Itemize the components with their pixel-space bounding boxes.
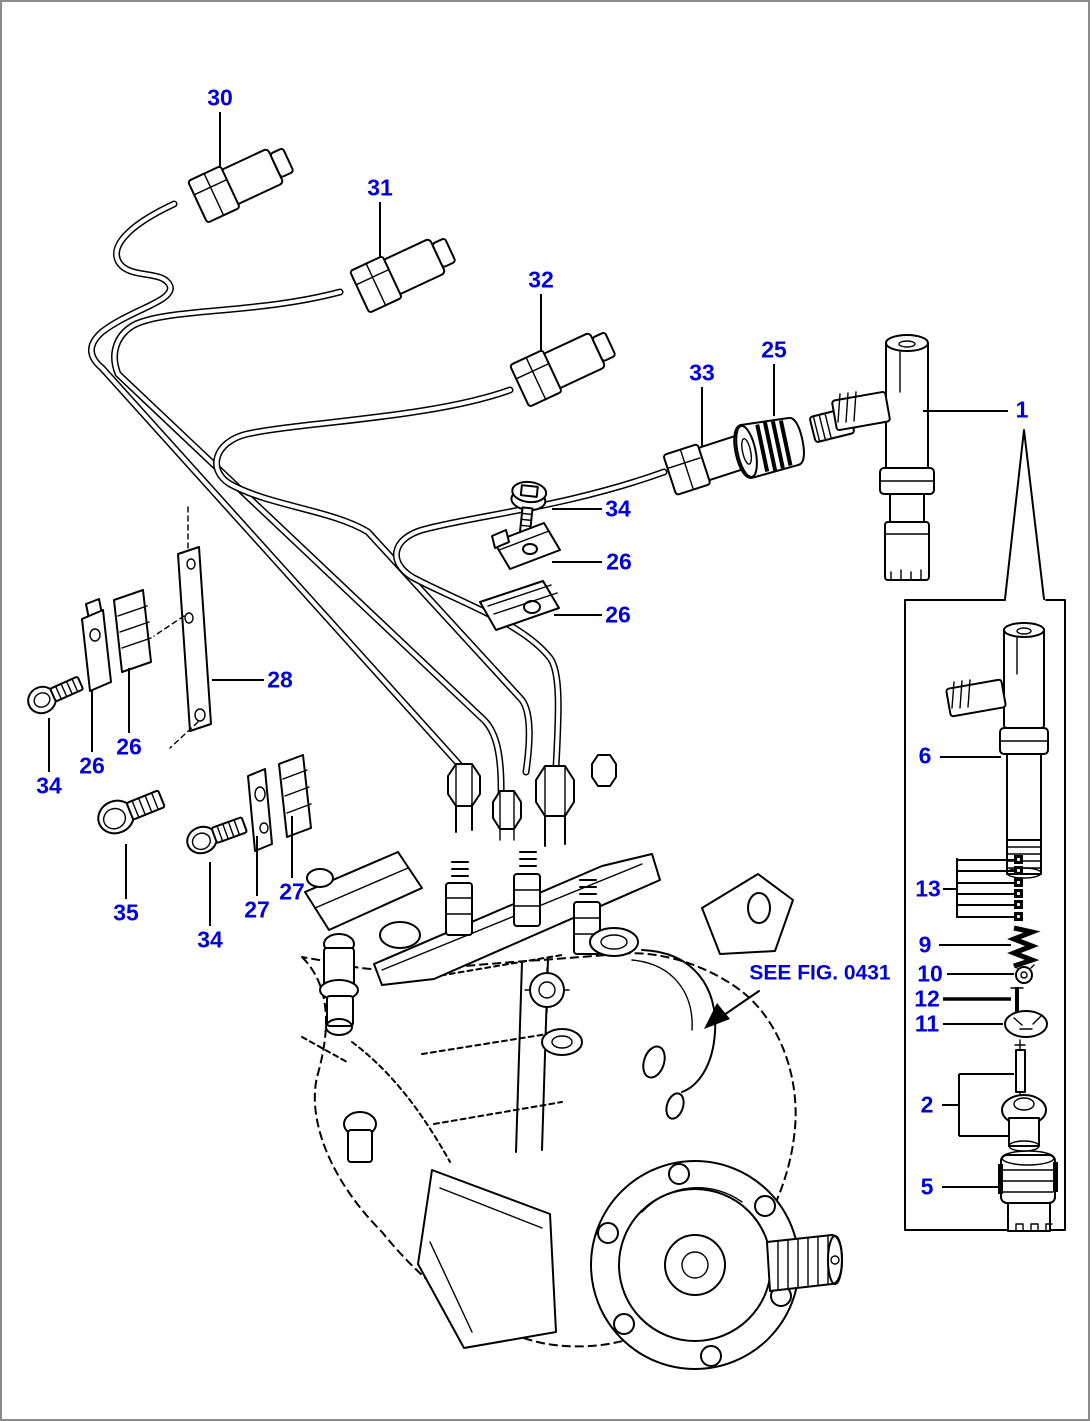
pointer-wedge (1004, 429, 1045, 600)
pipe-fitting-30 (187, 148, 294, 223)
callout-5[interactable]: 5 (920, 1173, 934, 1200)
callout-27[interactable]: 27 (279, 878, 305, 905)
callout-26[interactable]: 26 (606, 548, 632, 575)
callout-34[interactable]: 34 (605, 495, 631, 522)
callout-11[interactable]: 11 (914, 1010, 940, 1037)
clamp-26-middle-ribbed (479, 580, 560, 631)
callout-25[interactable]: 25 (761, 336, 787, 363)
callout-28[interactable]: 28 (267, 666, 293, 693)
pipe-union-nuts (447, 754, 617, 847)
clamp-26-left-ribbed (113, 589, 152, 673)
shim-set-13 (956, 855, 1023, 921)
callout-27[interactable]: 27 (244, 896, 270, 923)
nozzle-2 (958, 1039, 1047, 1152)
bolt-34-left (27, 676, 84, 715)
clamp-26-middle-flat (491, 522, 561, 570)
pipe-fitting-31 (349, 238, 456, 313)
bracket-28 (153, 506, 212, 749)
spring-9 (1007, 925, 1041, 969)
pipe-fitting-32 (509, 332, 616, 407)
plug-35 (97, 789, 166, 835)
callout-31[interactable]: 31 (367, 174, 393, 201)
washer-10 (1013, 964, 1035, 984)
see-fig-reference[interactable]: SEE FIG. 0431 (749, 961, 891, 985)
callout-26[interactable]: 26 (605, 601, 631, 628)
callout-26[interactable]: 26 (79, 752, 105, 779)
bolt-34-middle (510, 480, 548, 542)
callout-34[interactable]: 34 (197, 926, 223, 953)
clamp-27-flat (247, 768, 273, 852)
callout-2[interactable]: 2 (920, 1091, 934, 1118)
callout-33[interactable]: 33 (689, 359, 715, 386)
callout-30[interactable]: 30 (207, 84, 233, 111)
callout-26[interactable]: 26 (116, 733, 142, 760)
callout-leader-lines (48, 112, 1014, 1188)
pin-12 (1010, 987, 1024, 1014)
injector-assembly-1 (831, 334, 935, 581)
see-fig-arrow (704, 990, 760, 1029)
callout-34[interactable]: 34 (36, 772, 62, 799)
callout-10[interactable]: 10 (917, 960, 943, 987)
clamp-26-left-flat (81, 598, 112, 692)
callout-32[interactable]: 32 (528, 266, 554, 293)
callout-35[interactable]: 35 (113, 899, 139, 926)
injection-pipes (88, 200, 668, 806)
callout-9[interactable]: 9 (918, 931, 932, 958)
callout-6[interactable]: 6 (918, 742, 932, 769)
retaining-nut-5 (998, 1150, 1058, 1232)
sleeve-serrations (755, 420, 793, 472)
pump-flange (590, 1160, 800, 1370)
nozzle-holder-6 (945, 622, 1049, 879)
injection-pump (301, 754, 843, 1370)
plate-11 (1004, 1010, 1048, 1038)
pump-shaft (766, 1234, 843, 1292)
clamp-27-ribbed (278, 754, 312, 838)
callout-1[interactable]: 1 (1015, 396, 1029, 423)
pipe-fitting-33 (663, 435, 748, 496)
callout-12[interactable]: 12 (914, 985, 940, 1012)
detail-box (904, 429, 1066, 1231)
callout-13[interactable]: 13 (915, 875, 941, 902)
sleeve-25 (733, 416, 805, 479)
bolt-34-mid-left (186, 816, 248, 855)
